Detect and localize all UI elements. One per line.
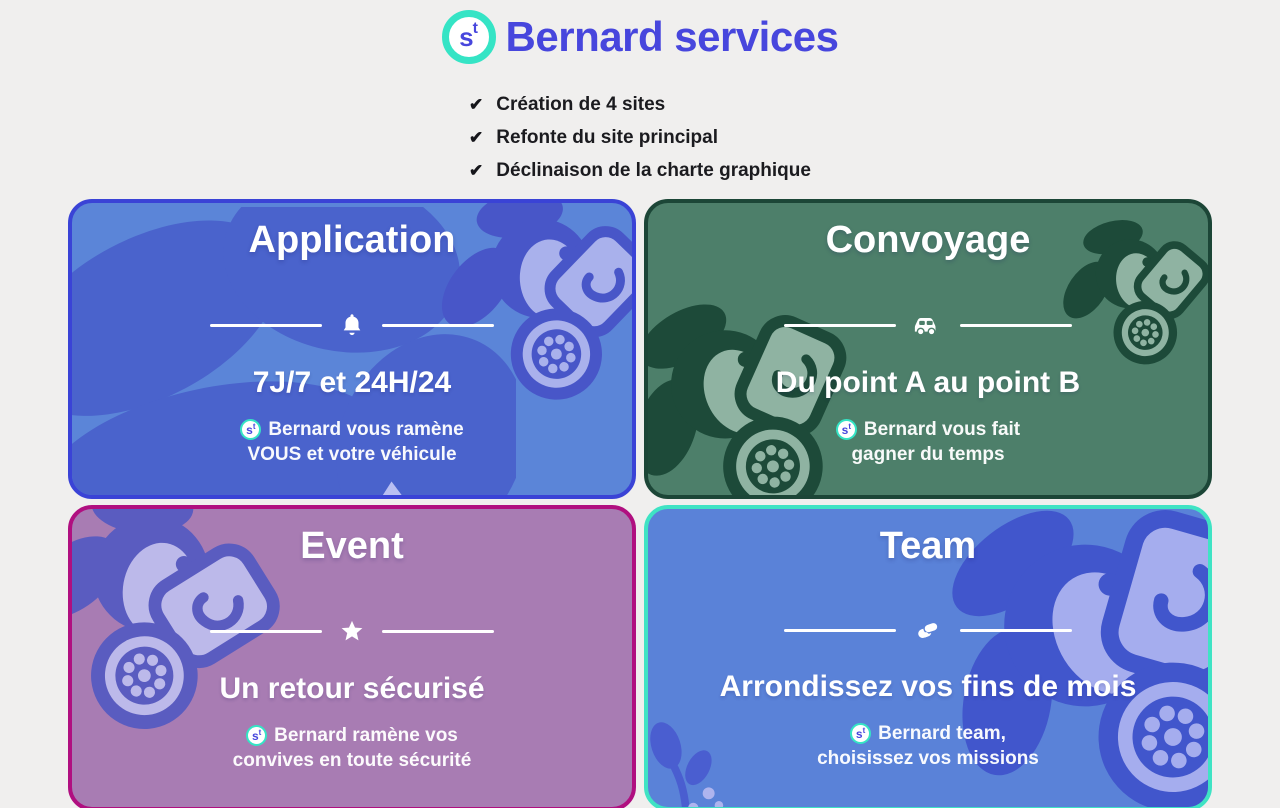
- divider: [210, 312, 494, 338]
- car-icon: [914, 317, 936, 336]
- card-title: Team: [879, 525, 977, 567]
- checklist-item: ✔ Création de 4 sites: [469, 88, 811, 121]
- divider-line: [382, 629, 494, 633]
- checklist-item-label: Création de 4 sites: [496, 94, 666, 115]
- card-title: Event: [300, 525, 404, 567]
- card-headline: Arrondissez vos fins de mois: [719, 670, 1137, 703]
- feature-checklist: ✔ Création de 4 sites ✔ Refonte du site …: [469, 88, 811, 187]
- card-title: Convoyage: [825, 219, 1031, 261]
- card-title: Application: [248, 219, 456, 261]
- subtitle-line2: VOUS et votre véhicule: [247, 444, 457, 465]
- check-icon: ✔: [469, 161, 484, 180]
- check-icon: ✔: [469, 95, 484, 114]
- logo-letter-s: s: [459, 22, 474, 52]
- card-headline: Du point A au point B: [775, 366, 1081, 399]
- page-title: Bernard services: [505, 13, 839, 60]
- leaf-blobs-illustration: [72, 207, 516, 495]
- subtitle-line2: gagner du temps: [851, 444, 1005, 465]
- divider-line: [784, 323, 896, 327]
- divider: [784, 312, 1072, 338]
- star-icon: [341, 620, 363, 641]
- divider-line: [784, 628, 896, 632]
- divider-line: [960, 628, 1072, 632]
- checklist-item: ✔ Déclinaison de la charte graphique: [469, 154, 811, 187]
- handshake-icon: [918, 621, 939, 638]
- subtitle-line2: convives en toute sécurité: [232, 750, 472, 771]
- divider-line: [382, 323, 494, 327]
- checklist-item: ✔ Refonte du site principal: [469, 121, 811, 154]
- divider-line: [210, 323, 322, 327]
- divider-line: [960, 323, 1072, 327]
- divider: [784, 618, 1072, 642]
- checklist-item-label: Déclinaison de la charte graphique: [496, 160, 811, 181]
- subtitle-line1: Bernard vous ramène: [268, 419, 464, 440]
- divider-line: [210, 629, 322, 633]
- subtitle-line1: Bernard team,: [878, 723, 1006, 744]
- subtitle-line1: Bernard ramène vos: [274, 725, 458, 746]
- card-headline: 7J/7 et 24H/24: [252, 366, 452, 399]
- check-icon: ✔: [469, 128, 484, 147]
- divider: [210, 618, 494, 644]
- subtitle-line1: Bernard vous fait: [863, 419, 1021, 440]
- card-headline: Un retour sécurisé: [219, 672, 485, 705]
- bell-icon: [343, 314, 361, 336]
- logo-letter-t: t: [472, 20, 478, 37]
- subtitle-line2: choisissez vos missions: [817, 748, 1039, 769]
- checklist-item-label: Refonte du site principal: [496, 127, 718, 148]
